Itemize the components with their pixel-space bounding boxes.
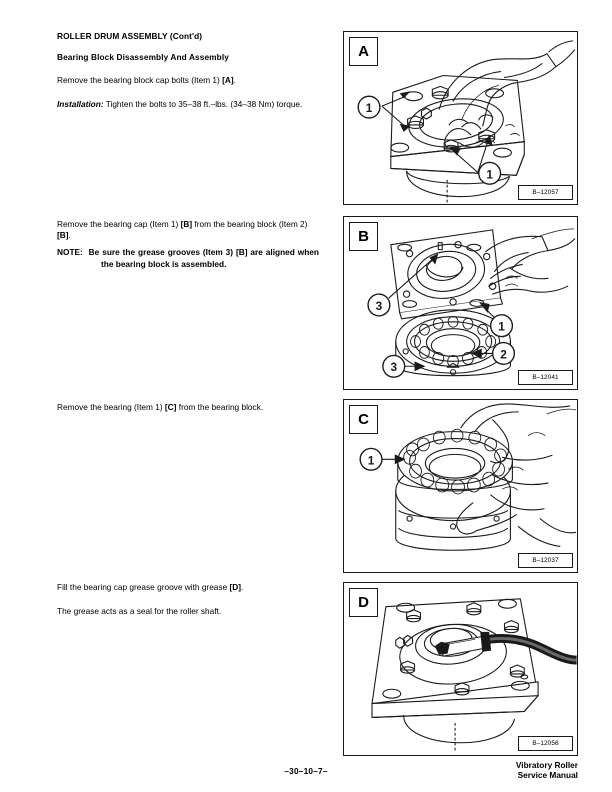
figure-b-id: B–12041 [518,370,573,385]
step-c-text-1: Remove the bearing (Item 1) [57,402,165,412]
figure-d-letter-badge: D [349,588,378,617]
figure-panel-c: 1 C B–12037 [343,399,578,573]
note-label: NOTE: [57,247,83,257]
step-a-text-1: Remove the bearing block cap bolts (Item… [57,75,223,85]
step-b-figure-ref-1: [B] [180,219,193,229]
step-d-paragraph: Fill the bearing cap grease groove with … [57,582,319,593]
figure-a-illustration: 1 1 [357,40,576,203]
manual-name: Vibratory Roller Service Manual [516,760,578,780]
manual-line-2: Service Manual [517,770,578,780]
callout-1: 1 [478,302,514,338]
step-c-paragraph: Remove the bearing (Item 1) [C] from the… [57,402,319,413]
callout-1-bottom: 1 [449,134,502,185]
note-text: Be sure the grease grooves (Item 3) [B] … [88,247,319,269]
svg-text:3: 3 [390,360,397,374]
figure-c-letter-badge: C [349,405,378,434]
step-b-text-1: Remove the bearing cap (Item 1) [57,219,181,229]
step-d-text-3: The grease acts as a seal for the roller… [57,606,222,616]
step-c-text-2: from the bearing block. [176,402,264,412]
callout-1-left: 1 [357,91,411,132]
figure-panel-b: 3 1 2 3 B B– [343,216,578,390]
callout-3-lower: 3 [382,354,426,378]
section-subtitle-block: Bearing Block Disassembly And Assembly [57,52,319,62]
step-d-text-2: . [241,582,244,592]
figure-b-illustration: 3 1 2 3 [367,228,576,378]
installation-text: Tighten the bolts to 35–38 ft.–lbs. (34–… [103,99,303,109]
svg-text:1: 1 [368,453,375,467]
page-title: ROLLER DRUM ASSEMBLY (Cont'd) [57,31,203,41]
step-b-paragraph: Remove the bearing cap (Item 1) [B] from… [57,219,319,242]
svg-text:2: 2 [500,347,507,361]
svg-text:1: 1 [366,101,373,115]
figure-c-id: B–12037 [518,553,573,568]
figure-c-illustration: 1 [359,403,577,551]
figure-panel-d: D B–12056 [343,582,578,756]
step-a-paragraph: Remove the bearing block cap bolts (Item… [57,75,319,86]
figure-b-letter-badge: B [349,222,378,251]
figure-a-letter-badge: A [349,37,378,66]
svg-text:3: 3 [376,299,383,313]
step-c-figure-ref: [C] [164,402,177,412]
grease-hose [434,631,577,665]
svg-text:1: 1 [486,167,493,181]
step-d-figure-ref: [D] [229,582,242,592]
step-b-text-2: from the bearing block (Item 2) [192,219,308,229]
step-d-secondary-paragraph: The grease acts as a seal for the roller… [57,606,319,617]
svg-text:1: 1 [498,320,505,334]
step-b-text-3: . [68,230,71,241]
step-a-text-2: . [233,75,236,85]
page-number: –30–10–7– [284,766,328,776]
manual-line-1: Vibratory Roller [515,760,578,770]
figure-a-id: B–12057 [518,185,573,200]
callout-2: 2 [470,341,516,365]
callout-3-upper: 3 [367,253,439,317]
figure-panel-a: 1 1 A B–12057 [343,31,578,205]
callout-1: 1 [359,447,406,471]
page-title-block: ROLLER DRUM ASSEMBLY (Cont'd) [57,31,319,41]
step-a-installation-paragraph: Installation: Tighten the bolts to 35–38… [57,99,319,110]
step-a-figure-ref: [A] [222,75,234,85]
installation-label: Installation: [57,99,104,109]
figure-d-id: B–12056 [518,736,573,751]
step-d-text-1: Fill the bearing cap grease groove with … [57,582,230,592]
step-b-note: NOTE: Be sure the grease grooves (Item 3… [57,247,319,270]
figure-d-illustration [371,598,577,752]
step-b-figure-ref-2: [B] [57,230,69,241]
section-subtitle: Bearing Block Disassembly And Assembly [57,52,229,62]
